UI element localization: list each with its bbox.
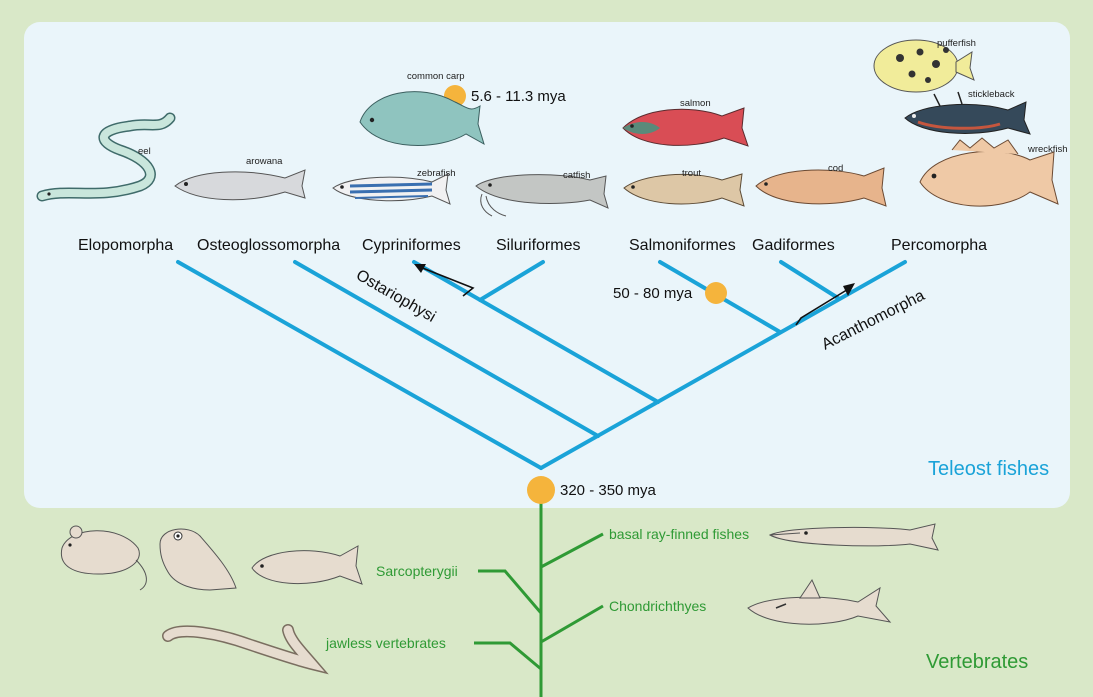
mouse-icon <box>61 526 146 590</box>
cod-label: cod <box>828 163 843 174</box>
age-teleost: 320 - 350 mya <box>560 482 657 499</box>
ostariophysi-label: Ostariophysi <box>353 267 439 326</box>
branch-jawless <box>474 643 541 669</box>
clade-percomorpha: Percomorpha <box>891 237 987 254</box>
group-label-teleost: Teleost fishes <box>928 458 1049 480</box>
stickleback-label: stickleback <box>968 89 1015 100</box>
label-jawless: jawless vertebrates <box>325 635 446 651</box>
label-sarcopterygii: Sarcopterygii <box>376 563 458 579</box>
branch-osteoglossomorpha <box>295 262 598 436</box>
group-label-vertebrates: Vertebrates <box>926 651 1028 673</box>
arowana-label: arowana <box>246 156 283 167</box>
branch-chondrichthyes <box>541 606 603 642</box>
clade-salmoniformes: Salmoniformes <box>629 237 736 254</box>
gar-icon <box>770 524 938 550</box>
wreckfish-label: wreckfish <box>1027 144 1068 155</box>
label-basal-rayfinned: basal ray-finned fishes <box>609 526 749 542</box>
catfish-label: catfish <box>563 170 590 181</box>
duplication-dot-teleost <box>527 476 555 504</box>
eel-label: eel <box>138 146 151 157</box>
trout-label: trout <box>682 168 701 179</box>
label-chondrichthyes: Chondrichthyes <box>609 598 706 614</box>
salmon-label: salmon <box>680 98 711 109</box>
duplication-dot-salmonid <box>705 282 727 304</box>
lamprey-icon <box>168 630 312 664</box>
cod-icon <box>756 168 886 206</box>
branch-gadiformes <box>781 262 838 298</box>
age-salmonid: 50 - 80 mya <box>613 285 693 302</box>
coelacanth-icon <box>252 546 362 584</box>
clade-elopomorpha: Elopomorpha <box>78 237 173 254</box>
clade-cypriniformes: Cypriniformes <box>362 237 461 254</box>
salmon-icon <box>623 108 748 146</box>
common-carp-label: common carp <box>407 71 465 82</box>
teleost-branches <box>178 262 905 468</box>
zebrafish-label: zebrafish <box>417 168 456 179</box>
frog-icon <box>160 529 236 590</box>
pufferfish-label: pufferfish <box>937 38 976 49</box>
branch-elopomorpha <box>178 262 541 468</box>
clade-siluriformes: Siluriformes <box>496 237 580 254</box>
arowana-icon <box>175 170 305 200</box>
branch-basal-rayfinned <box>541 534 603 567</box>
age-carp: 5.6 - 11.3 mya <box>471 88 566 105</box>
branch-ostariophysi <box>414 262 658 402</box>
eel-icon <box>42 118 170 196</box>
clade-gadiformes: Gadiformes <box>752 237 835 254</box>
branch-sarcopterygii <box>478 571 541 613</box>
clade-osteoglossomorpha: Osteoglossomorpha <box>197 237 340 254</box>
shark-icon <box>748 580 890 624</box>
vertebrate-branches <box>474 490 603 697</box>
branch-siluriformes <box>480 262 543 300</box>
carp-icon <box>360 92 484 146</box>
